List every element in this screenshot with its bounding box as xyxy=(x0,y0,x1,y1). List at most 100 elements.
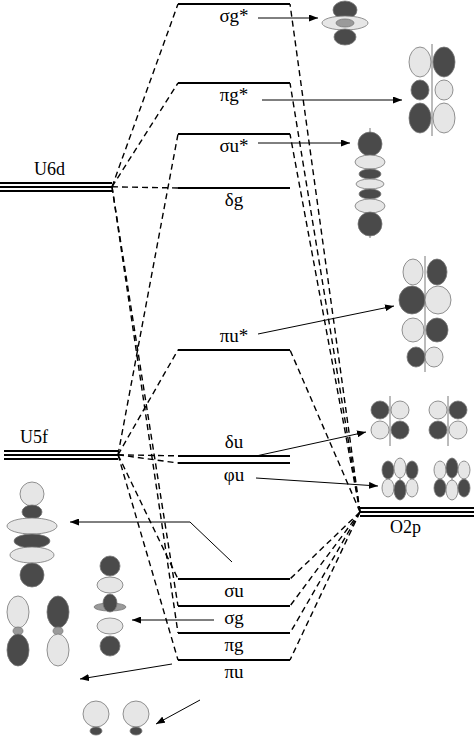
lobe xyxy=(103,594,117,612)
correlation-line xyxy=(290,512,360,606)
lobe xyxy=(446,480,458,500)
orbital-level: σg xyxy=(178,605,290,629)
lobe xyxy=(322,16,368,30)
lobe xyxy=(14,534,50,548)
lobe xyxy=(356,179,384,189)
orbital-picture xyxy=(371,396,409,446)
lobe xyxy=(83,701,109,727)
lobe xyxy=(382,479,394,497)
orbital-level: δu xyxy=(178,432,290,457)
correlation-line xyxy=(118,455,178,456)
lobe xyxy=(359,189,381,199)
lobe xyxy=(7,596,29,628)
lobe xyxy=(382,461,394,479)
energy-level xyxy=(178,187,290,189)
correlation-line xyxy=(112,187,178,633)
orbital-level: φu xyxy=(178,462,290,486)
energy-level-triple xyxy=(4,450,118,460)
molecular-orbital-label: φu xyxy=(222,465,246,486)
axis-line xyxy=(432,44,433,136)
atomic-level: U6d xyxy=(0,160,112,192)
molecular-orbital-label: σg xyxy=(222,608,246,629)
orbital-level: σu* xyxy=(178,133,290,157)
lobe xyxy=(130,727,142,735)
energy-level xyxy=(178,659,290,661)
lobe xyxy=(394,458,406,478)
lobe xyxy=(426,318,448,342)
atomic-orbital-label: U5f xyxy=(18,428,50,448)
lobe xyxy=(427,259,447,285)
orbital-picture xyxy=(355,128,385,238)
orbital-picture xyxy=(94,556,126,656)
lobe xyxy=(100,636,120,656)
orbital-level: δg xyxy=(178,187,290,211)
axis-line xyxy=(390,396,391,446)
energy-level-triple xyxy=(0,182,112,192)
lobe xyxy=(429,401,447,419)
molecular-orbital-label: δu xyxy=(223,432,245,453)
lobe xyxy=(20,563,44,587)
lobe xyxy=(391,421,409,439)
orbital-picture xyxy=(7,596,69,666)
energy-level-triple xyxy=(360,507,474,517)
lobe xyxy=(100,556,120,576)
energy-level xyxy=(178,578,290,580)
energy-level xyxy=(178,133,290,135)
lobe xyxy=(90,727,102,735)
leader-arrow xyxy=(156,700,200,724)
lobe xyxy=(97,618,123,634)
correlation-line xyxy=(118,455,178,660)
lobe xyxy=(334,29,356,45)
lobe xyxy=(358,132,382,156)
lobe xyxy=(434,461,446,479)
molecular-orbital-label: πg xyxy=(222,635,245,656)
molecular-orbital-label: σu* xyxy=(217,136,250,157)
lobe xyxy=(7,518,57,534)
lobe xyxy=(429,421,447,439)
correlation-line xyxy=(118,455,178,579)
energy-level xyxy=(178,455,290,457)
energy-level xyxy=(178,632,290,634)
lobe xyxy=(411,80,429,100)
axis-line xyxy=(448,396,449,446)
molecular-orbital-label: πu* xyxy=(218,326,251,347)
molecular-orbital-label: πg* xyxy=(218,85,251,106)
molecular-orbital-label: πu xyxy=(222,662,245,683)
lobe xyxy=(123,701,149,727)
lobe xyxy=(449,401,467,419)
energy-level xyxy=(178,349,290,351)
lobe xyxy=(433,103,455,133)
lobe xyxy=(336,19,354,27)
molecular-orbital-label: δg xyxy=(223,190,245,211)
lobe xyxy=(47,596,69,628)
lobe xyxy=(409,47,431,77)
atomic-orbital-label: O2p xyxy=(388,518,423,538)
lobe xyxy=(425,286,451,314)
orbital-picture xyxy=(429,396,467,446)
lobe xyxy=(355,155,385,169)
energy-level xyxy=(178,82,290,84)
lobe xyxy=(403,259,423,285)
lobe xyxy=(449,421,467,439)
correlation-line xyxy=(290,4,360,512)
orbital-picture xyxy=(322,1,368,45)
lobe xyxy=(407,347,425,367)
orbital-level: πu xyxy=(178,659,290,683)
lobe xyxy=(391,401,409,419)
lobe xyxy=(359,169,381,179)
lobe xyxy=(434,479,446,497)
orbital-level: πg xyxy=(178,632,290,656)
orbital-picture xyxy=(409,44,455,136)
energy-level xyxy=(178,3,290,5)
lobe xyxy=(402,318,424,342)
lobe xyxy=(458,461,470,479)
atomic-level: U5f xyxy=(4,428,118,460)
leader-arrow xyxy=(256,478,378,486)
energy-level xyxy=(178,605,290,607)
molecular-orbital-label: σg* xyxy=(217,6,250,27)
lobe xyxy=(20,482,44,506)
lobe xyxy=(7,634,29,666)
correlation-line xyxy=(112,4,178,187)
